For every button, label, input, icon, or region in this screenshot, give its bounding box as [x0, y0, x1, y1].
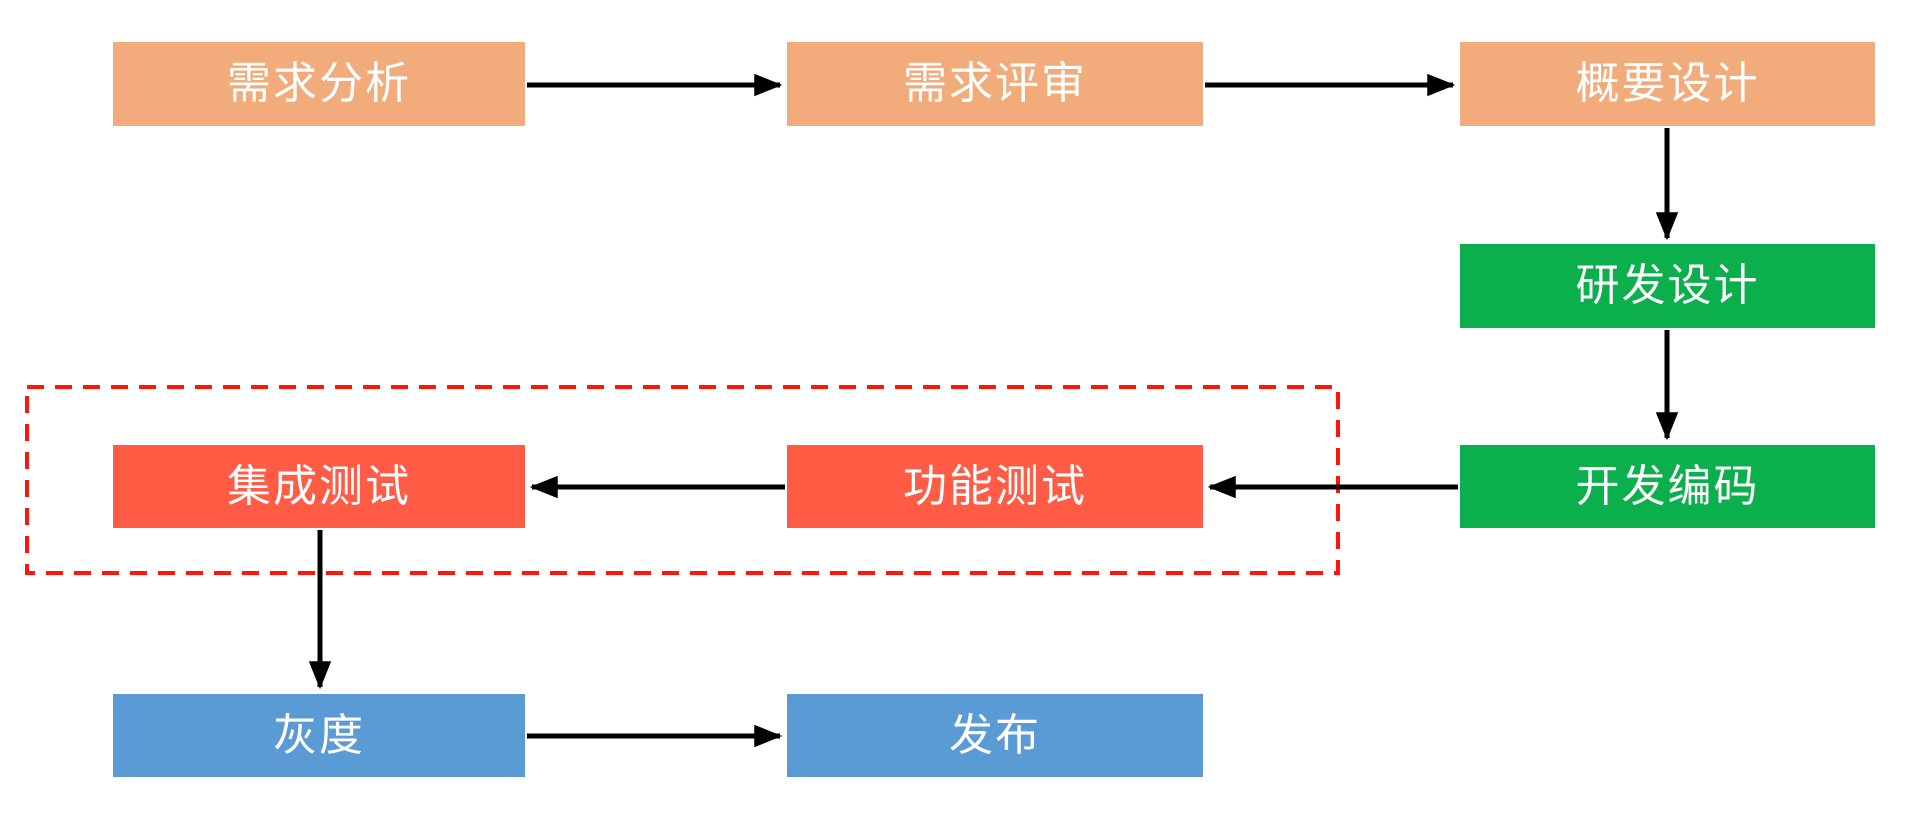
node-req-review: 需求评审: [787, 42, 1203, 126]
test-scope-dashed-outline: [25, 385, 1340, 575]
node-gray-release-label: 灰度: [273, 710, 365, 760]
node-publish-label: 发布: [949, 710, 1041, 760]
node-rd-design-label: 研发设计: [1575, 261, 1760, 310]
node-publish: 发布: [787, 694, 1203, 777]
node-function-test-label: 功能测试: [903, 461, 1087, 511]
node-function-test: 功能测试: [787, 445, 1203, 528]
node-dev-coding: 开发编码: [1460, 445, 1875, 528]
node-dev-coding-label: 开发编码: [1575, 461, 1760, 511]
node-rd-design: 研发设计: [1460, 244, 1875, 328]
node-req-analysis: 需求分析: [113, 42, 525, 126]
node-integration-test-label: 集成测试: [227, 461, 411, 511]
node-outline-design: 概要设计: [1460, 42, 1875, 126]
node-req-analysis-label: 需求分析: [227, 59, 411, 108]
node-req-review-label: 需求评审: [903, 59, 1087, 108]
node-outline-design-label: 概要设计: [1575, 59, 1760, 108]
node-gray-release: 灰度: [113, 694, 525, 777]
node-integration-test: 集成测试: [113, 445, 525, 528]
